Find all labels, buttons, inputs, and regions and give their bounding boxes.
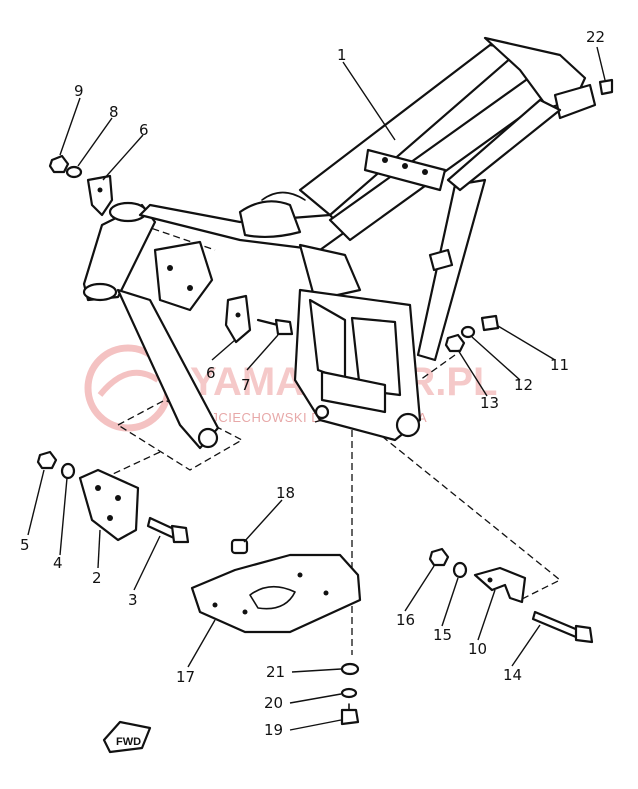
bolt-7 [256,318,294,336]
callout-16: 16 [396,611,415,629]
callout-6-lower: 6 [206,364,216,382]
callout-13: 13 [480,394,499,412]
leader-lines [27,46,606,731]
bolt-14 [531,610,594,644]
washer-15 [452,561,468,579]
nut-9 [48,154,70,174]
nut-16 [428,547,450,567]
engine-bracket-lower [224,294,252,344]
nut-5 [36,450,58,470]
washer-20 [340,687,358,699]
callout-14: 14 [503,666,522,684]
fwd-label: FWD [116,736,141,748]
callout-17: 17 [176,668,195,686]
callout-8: 8 [109,103,119,121]
bolt-19 [340,703,360,726]
bolt-11 [480,314,500,332]
skid-plate-17 [190,553,362,634]
callout-15: 15 [433,626,452,644]
washer-8 [65,165,83,179]
bolt-22 [598,78,614,96]
nut-13 [444,333,466,353]
callout-18: 18 [276,484,295,502]
callout-10: 10 [468,640,487,658]
washer-12 [460,325,476,339]
callout-9: 9 [74,82,84,100]
callout-3: 3 [128,591,138,609]
callout-20: 20 [264,694,283,712]
callout-6-upper: 6 [139,121,149,139]
callout-1: 1 [337,46,347,64]
grommet-18 [230,538,249,555]
callout-labels: 1 2 3 4 5 6 6 7 8 9 10 11 12 13 14 15 16… [20,28,605,739]
callout-2: 2 [92,569,102,587]
callout-7: 7 [241,376,251,394]
engine-bracket-upper [86,174,114,217]
bolt-3 [146,516,190,544]
washer-4 [60,462,76,480]
callout-12: 12 [514,376,533,394]
callout-21: 21 [266,663,285,681]
callout-19: 19 [264,721,283,739]
main-frame [82,36,597,450]
collar-21 [340,662,360,676]
engine-bracket-2 [78,468,140,542]
callout-4: 4 [53,554,63,572]
fwd-arrow-icon: FWD [102,720,152,754]
callout-22: 22 [586,28,605,46]
callout-5: 5 [20,536,30,554]
callout-11: 11 [550,356,569,374]
engine-bracket-10 [473,566,527,604]
